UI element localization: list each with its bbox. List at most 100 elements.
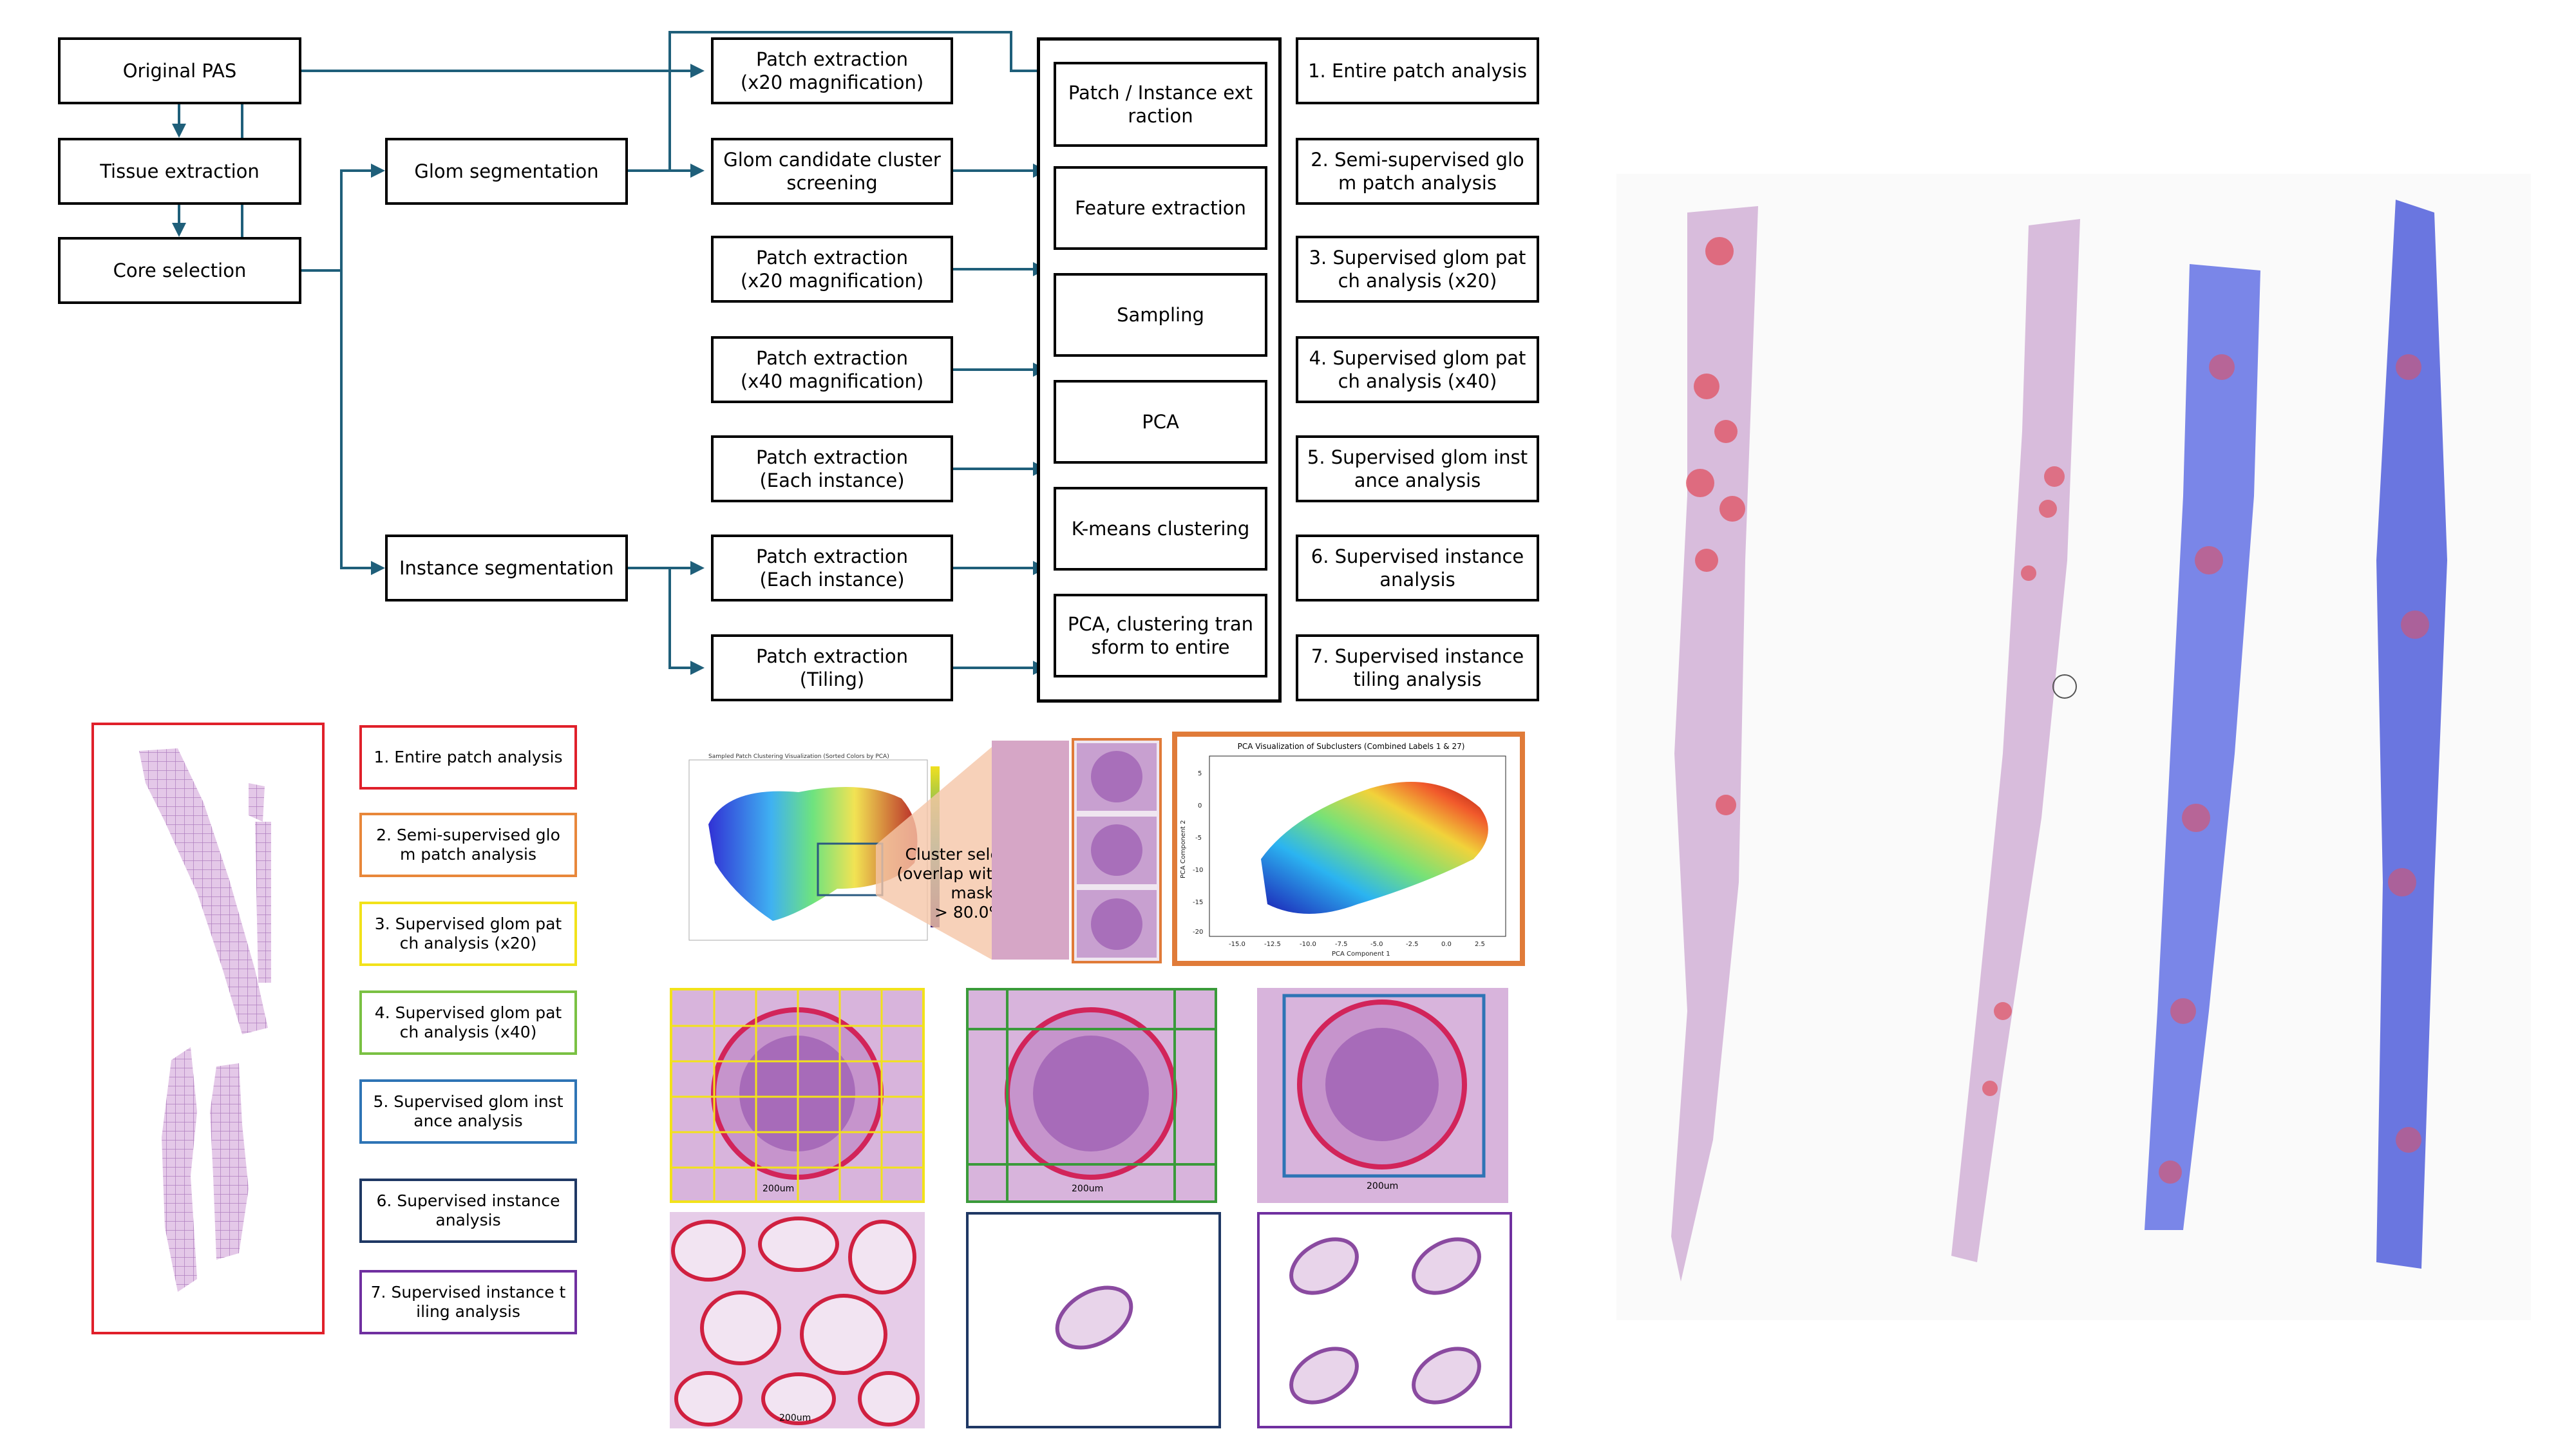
patch-stack-back <box>992 741 1069 960</box>
pipeline-step-2: Feature extraction <box>1054 166 1267 250</box>
legend-item-2-label: 2. Semi-supervised glo m patch analysis <box>376 826 560 864</box>
legend-item-5-label: 5. Supervised glom inst ance analysis <box>373 1092 564 1130</box>
glom-patch-green-grid: 200um <box>966 988 1217 1203</box>
pipeline-step-3: Sampling <box>1054 273 1267 357</box>
pipeline-step-1-label: Patch / Instance ext raction <box>1068 81 1253 127</box>
original-pas-label: Original PAS <box>122 59 237 82</box>
pca-xtick-2: -12.5 <box>1264 941 1281 948</box>
patch-extraction-5-label: Patch extraction (Each instance) <box>756 446 908 491</box>
pca-ytick-4: -10 <box>1193 867 1203 874</box>
legend-item-6: 6. Supervised instance analysis <box>359 1179 577 1243</box>
pca-xtick-7: 0.0 <box>1441 941 1452 948</box>
pca-scatter: -15.0 -12.5 -10.0 -7.5 -5.0 -2.5 0.0 2.5… <box>1180 755 1506 958</box>
pca-ytick-6: -20 <box>1193 929 1203 936</box>
wsi-heatmaps <box>1671 200 2447 1282</box>
pipeline-step-1: Patch / Instance ext raction <box>1054 62 1267 147</box>
legend-item-7: 7. Supervised instance t iling analysis <box>359 1270 577 1334</box>
analysis-3-label: 3. Supervised glom pat ch analysis (x20) <box>1309 246 1526 292</box>
scale-bar-4: 200um <box>779 1413 811 1423</box>
arrow-glom-to-pipeline <box>668 31 1052 78</box>
analysis-1-box: 1. Entire patch analysis <box>1296 37 1539 104</box>
patch-extraction-1-label: Patch extraction (x20 magnification) <box>740 48 924 93</box>
glom-segmentation-label: Glom segmentation <box>414 160 599 182</box>
glom-segmentation-box: Glom segmentation <box>385 138 628 205</box>
pca-xtick-6: -2.5 <box>1406 941 1419 948</box>
pca-ytick-3: -5 <box>1195 835 1202 842</box>
analysis-6-label: 6. Supervised instance analysis <box>1311 545 1524 591</box>
analysis-2-box: 2. Semi-supervised glo m patch analysis <box>1296 138 1539 205</box>
pca-ylabel: PCA Component 2 <box>1180 820 1187 878</box>
patch-extraction-6-box: Patch extraction (Each instance) <box>711 535 953 601</box>
instance-segmentation-box: Instance segmentation <box>385 535 628 601</box>
pca-xtick-3: -10.0 <box>1300 941 1316 948</box>
analysis-4-label: 4. Supervised glom pat ch analysis (x40) <box>1309 346 1526 392</box>
pca-ytick-1: 5 <box>1198 770 1202 777</box>
legend-item-3: 3. Supervised glom pat ch analysis (x20) <box>359 902 577 966</box>
legend-item-5: 5. Supervised glom inst ance analysis <box>359 1079 577 1144</box>
analysis-2-label: 2. Semi-supervised glo m patch analysis <box>1311 148 1524 194</box>
legend-item-4: 4. Supervised glom pat ch analysis (x40) <box>359 990 577 1055</box>
legend-item-7-label: 7. Supervised instance t iling analysis <box>370 1283 566 1321</box>
analysis-5-label: 5. Supervised glom inst ance analysis <box>1307 446 1528 491</box>
pipeline-step-5: K-means clustering <box>1054 487 1267 571</box>
pipeline-step-6: PCA, clustering tran sform to entire <box>1054 594 1267 677</box>
glom-screening-label: Glom candidate cluster screening <box>723 148 941 194</box>
legend-item-6-label: 6. Supervised instance analysis <box>376 1191 560 1229</box>
glom-patch-blue-instance: 200um <box>1257 988 1508 1203</box>
patch-extraction-1-box: Patch extraction (x20 magnification) <box>711 37 953 104</box>
patch-extraction-6-label: Patch extraction (Each instance) <box>756 545 908 591</box>
wsi-heatmap-panel <box>1616 174 2531 1320</box>
arrow-instance-to-patch7 <box>668 568 705 675</box>
pca-xtick-4: -7.5 <box>1335 941 1348 948</box>
analysis-1-label: 1. Entire patch analysis <box>1308 59 1527 82</box>
legend-item-2: 2. Semi-supervised glo m patch analysis <box>359 813 577 877</box>
analysis-7-label: 7. Supervised instance tiling analysis <box>1311 645 1524 690</box>
scale-bar-3: 200um <box>1367 1181 1399 1191</box>
glom-screening-box: Glom candidate cluster screening <box>711 138 953 205</box>
selected-patches-panel <box>1072 738 1162 963</box>
instance-patch-tiling <box>1257 1212 1512 1428</box>
pipeline-step-4-label: PCA <box>1142 410 1179 433</box>
tissue-grid-panel <box>91 723 325 1334</box>
original-pas-box: Original PAS <box>58 37 301 104</box>
pca-subcluster-plot: PCA Visualization of Subclusters (Combin… <box>1172 732 1525 966</box>
pipeline-step-5-label: K-means clustering <box>1071 517 1250 540</box>
analysis-4-box: 4. Supervised glom pat ch analysis (x40) <box>1296 336 1539 403</box>
pipeline-container <box>1037 37 1282 703</box>
analysis-6-box: 6. Supervised instance analysis <box>1296 535 1539 601</box>
sampled-cluster-plot-title: Sampled Patch Clustering Visualization (… <box>708 753 889 760</box>
arrow-core-to-glom <box>301 164 385 272</box>
instance-segmentation-label: Instance segmentation <box>399 556 614 579</box>
pca-ytick-5: -15 <box>1193 899 1203 906</box>
pca-xtick-5: -5.0 <box>1370 941 1383 948</box>
analysis-3-box: 3. Supervised glom pat ch analysis (x20) <box>1296 236 1539 303</box>
instance-patch-red: 200um <box>670 1212 925 1428</box>
scale-bar-2: 200um <box>1072 1184 1104 1194</box>
pipeline-step-6-label: PCA, clustering tran sform to entire <box>1067 612 1254 658</box>
pca-plot-title: PCA Visualization of Subclusters (Combin… <box>1237 742 1465 751</box>
pca-xtick-8: 2.5 <box>1475 941 1485 948</box>
tissue-extraction-box: Tissue extraction <box>58 138 301 205</box>
patch-extraction-3-box: Patch extraction (x20 magnification) <box>711 236 953 303</box>
glom-patch-yellow-grid: 200um <box>670 988 925 1203</box>
pca-xtick-1: -15.0 <box>1229 941 1245 948</box>
patch-extraction-4-label: Patch extraction (x40 magnification) <box>740 346 924 392</box>
arrow-core-to-instance <box>340 270 385 575</box>
tissue-grid-image <box>139 748 271 1292</box>
analysis-5-box: 5. Supervised glom inst ance analysis <box>1296 435 1539 502</box>
patch-extraction-4-box: Patch extraction (x40 magnification) <box>711 336 953 403</box>
legend-item-4-label: 4. Supervised glom pat ch analysis (x40) <box>374 1003 562 1041</box>
patch-extraction-5-box: Patch extraction (Each instance) <box>711 435 953 502</box>
pipeline-step-2-label: Feature extraction <box>1075 196 1246 219</box>
legend-item-1-label: 1. Entire patch analysis <box>374 748 563 766</box>
legend-item-1: 1. Entire patch analysis <box>359 725 577 790</box>
patch-extraction-7-label: Patch extraction (Tiling) <box>756 645 908 690</box>
tissue-extraction-label: Tissue extraction <box>100 160 260 182</box>
scale-bar-1: 200um <box>762 1184 795 1194</box>
core-selection-box: Core selection <box>58 237 301 304</box>
legend-item-3-label: 3. Supervised glom pat ch analysis (x20) <box>374 914 562 952</box>
pipeline-step-4: PCA <box>1054 380 1267 464</box>
selected-patches-image <box>1077 743 1157 958</box>
patch-extraction-3-label: Patch extraction (x20 magnification) <box>740 246 924 292</box>
